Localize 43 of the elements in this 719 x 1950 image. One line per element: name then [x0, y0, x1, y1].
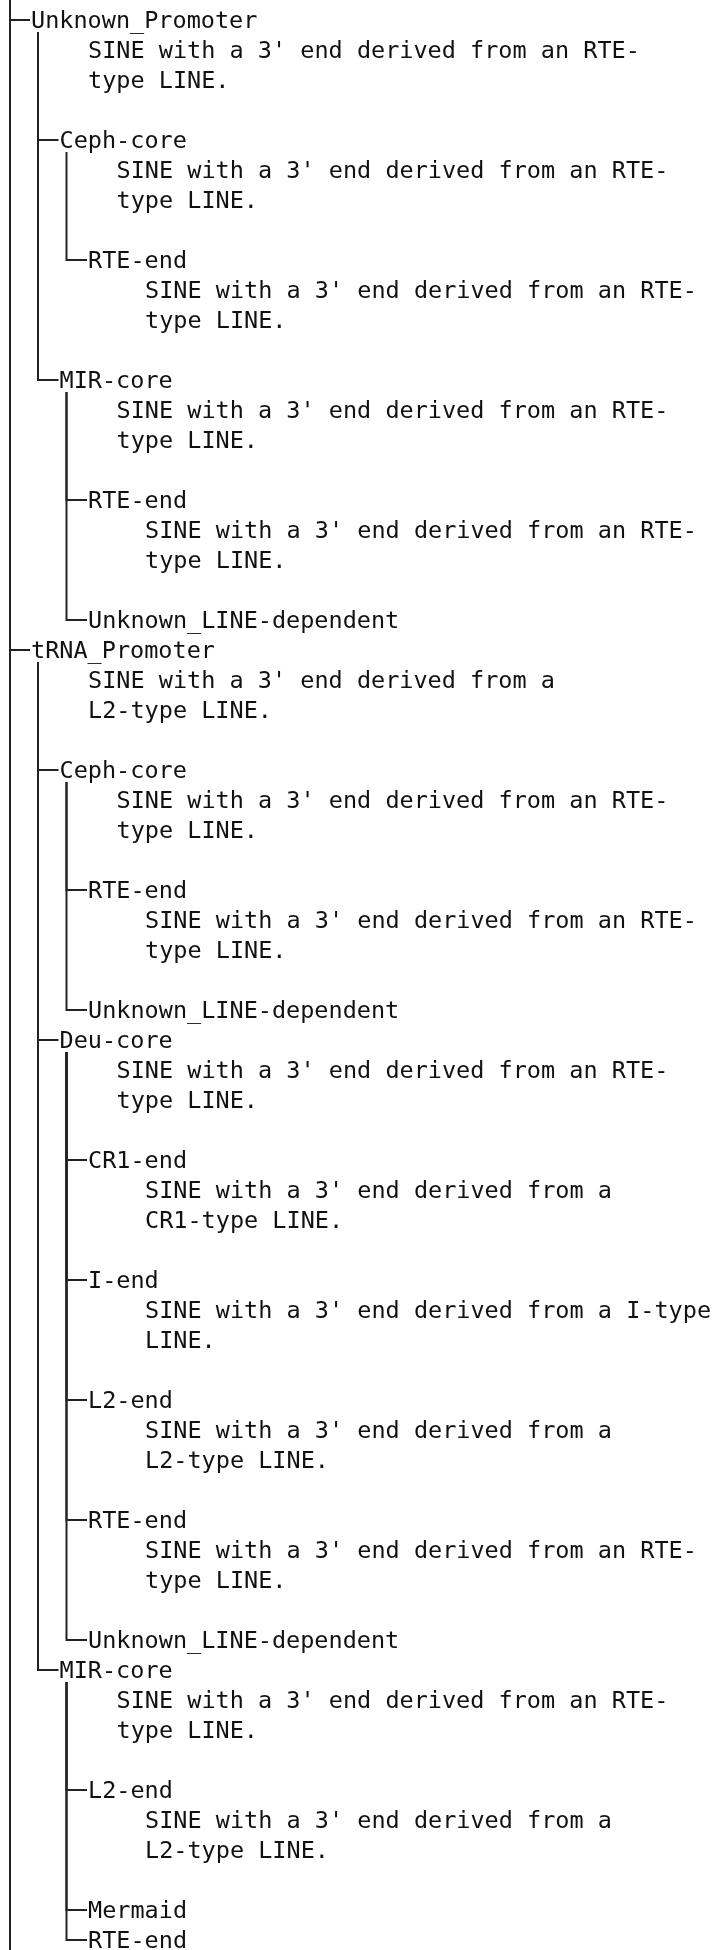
node-description: SINE with a 3' end derived from an RTE-type LINE. — [116, 1685, 670, 1745]
node-description: SINE with a 3' end derived from an RTE-type LINE. — [145, 905, 698, 965]
node-name: MIR-core — [59, 365, 174, 395]
node-name: I-end — [88, 1265, 160, 1295]
tree-connector — [65, 1051, 88, 1641]
node-description: SINE with a 3' end derived from a L2-type LINE. — [145, 1415, 613, 1475]
node-name: Ceph-core — [59, 125, 188, 155]
node-name: L2-end — [88, 1775, 174, 1805]
node-description: SINE with a 3' end derived from a L2-type LINE. — [88, 665, 556, 725]
node-name: tRNA_Promoter — [31, 635, 216, 665]
node-description: SINE with a 3' end derived from an RTE-type LINE. — [116, 155, 670, 215]
node-name: RTE-end — [88, 875, 189, 905]
node-name: L2-end — [88, 1385, 174, 1415]
tree-connector — [10, 649, 31, 651]
node-name: Unknown_LINE-dependent — [88, 995, 400, 1025]
node-name: RTE-end — [88, 1505, 189, 1535]
tree-connector — [65, 151, 88, 261]
node-name: Unknown_Promoter — [31, 5, 259, 35]
node-description: SINE with a 3' end derived from an RTE-type LINE. — [145, 515, 698, 575]
node-name: Mermaid — [88, 1895, 188, 1925]
node-description: SINE with a 3' end derived from an RTE-type LINE. — [145, 1535, 698, 1595]
node-name: RTE-end — [88, 245, 189, 275]
node-name: Ceph-core — [59, 755, 188, 785]
tree-connector — [65, 391, 88, 621]
node-description: SINE with a 3' end derived from an RTE-type LINE. — [145, 275, 698, 335]
node-name: Unknown_LINE-dependent — [88, 1625, 400, 1655]
node-name: CR1-end — [88, 1145, 189, 1175]
node-description: SINE with a 3' end derived from a L2-type LINE. — [145, 1805, 613, 1865]
tree-connector — [65, 781, 88, 1011]
node-name: Unknown_LINE-dependent — [88, 605, 400, 635]
node-name: RTE-end — [88, 1925, 188, 1950]
tree-connector — [10, 19, 31, 21]
node-description: SINE with a 3' end derived from a CR1-type LINE. — [145, 1175, 613, 1235]
node-description: SINE with a 3' end derived from a I-type LINE. — [145, 1295, 713, 1355]
node-name: Deu-core — [59, 1025, 174, 1055]
node-description: SINE with a 3' end derived from an RTE-type LINE. — [116, 395, 670, 455]
node-description: SINE with a 3' end derived from an RTE-type LINE. — [116, 785, 670, 845]
node-name: MIR-core — [59, 1655, 174, 1685]
node-description: SINE with a 3' end derived from an RTE-type LINE. — [116, 1055, 670, 1115]
node-description: SINE with a 3' end derived from an RTE-type LINE. — [88, 35, 641, 95]
tree-connector — [37, 31, 60, 381]
node-name: RTE-end — [88, 485, 189, 515]
tree-connector — [37, 661, 60, 1671]
